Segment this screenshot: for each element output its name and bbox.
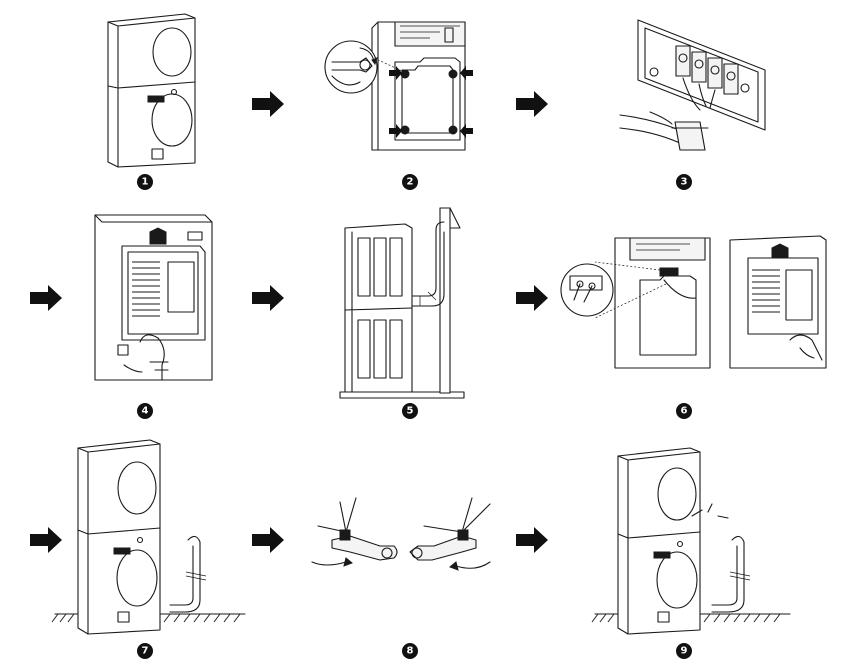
step-5-illustration: [339, 207, 465, 399]
step-number: 7: [142, 646, 149, 657]
step-number: 4: [142, 406, 149, 417]
step-7-illustration: [51, 439, 246, 635]
step-2-illustration: [324, 21, 473, 151]
step-badge: 5: [402, 403, 418, 419]
step-8-illustration: [311, 497, 491, 571]
step-number: 5: [407, 406, 414, 417]
step-number: 6: [681, 406, 688, 417]
step-number: 1: [142, 177, 149, 188]
step-badge: 1: [137, 174, 153, 190]
arrow-right-icon: [30, 527, 62, 553]
step-9-illustration: [591, 447, 791, 635]
step-badge: 4: [137, 403, 153, 419]
step-badge: 6: [676, 403, 692, 419]
step-4-illustration: [94, 214, 213, 381]
arrow-right-icon: [516, 91, 548, 117]
step-number: 2: [407, 177, 414, 188]
step-badge: 2: [402, 174, 418, 190]
step-3-illustration: [619, 19, 766, 151]
step-badge: 9: [676, 643, 692, 659]
step-1-illustration: [107, 13, 196, 168]
arrow-right-icon: [252, 527, 284, 553]
step-badge: 7: [137, 643, 153, 659]
step-number: 3: [681, 177, 688, 188]
step-number: 9: [681, 646, 688, 657]
arrow-right-icon: [516, 527, 548, 553]
step-number: 8: [407, 646, 414, 657]
arrow-right-icon: [30, 285, 62, 311]
step-badge: 8: [402, 643, 418, 659]
arrow-right-icon: [516, 285, 548, 311]
step-6-illustration: [560, 235, 827, 369]
arrow-right-icon: [252, 91, 284, 117]
step-badge: 3: [676, 174, 692, 190]
arrow-right-icon: [252, 285, 284, 311]
